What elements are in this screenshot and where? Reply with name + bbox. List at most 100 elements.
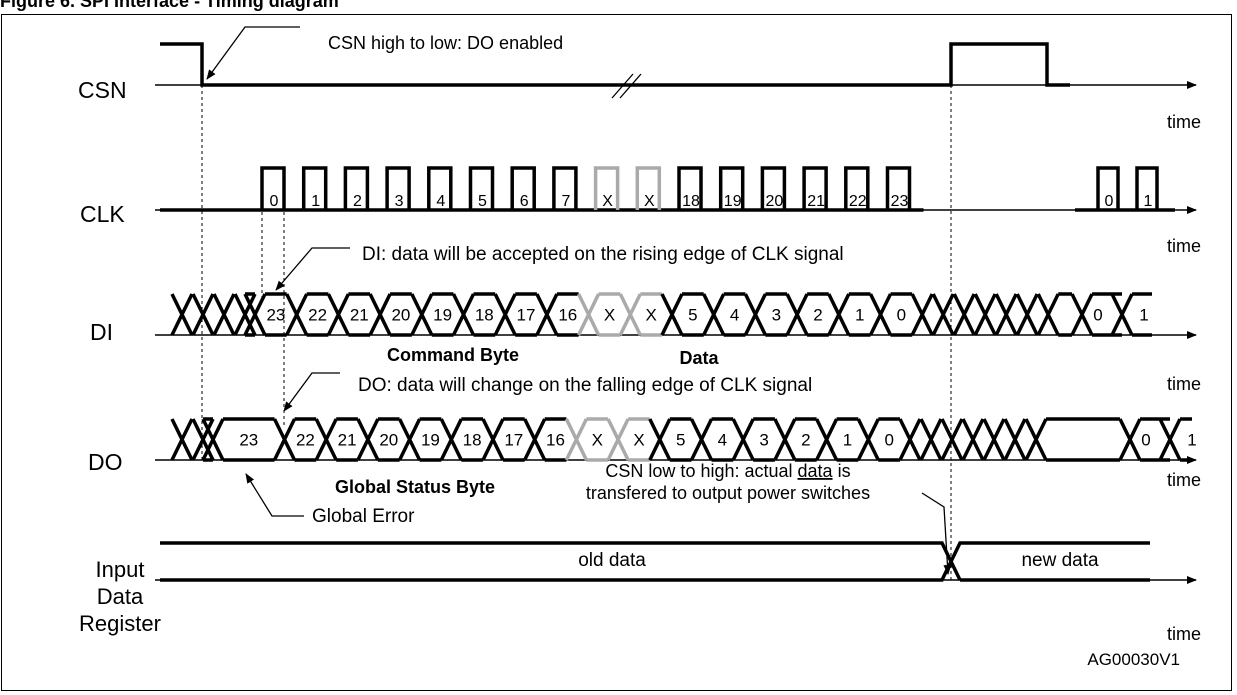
bus-transition bbox=[785, 293, 809, 336]
bus-segment bbox=[1132, 292, 1152, 337]
bus-transition bbox=[815, 418, 839, 461]
bus-cell-label: 17 bbox=[517, 306, 536, 325]
clk-pulse-label: 22 bbox=[849, 193, 867, 210]
clk-pulse-label: X bbox=[602, 193, 613, 210]
bus-segment bbox=[890, 292, 913, 337]
bus-segment bbox=[461, 417, 483, 462]
old-data-label: old data bbox=[578, 550, 646, 571]
clk-pulse bbox=[552, 166, 578, 210]
bus-transition bbox=[648, 418, 672, 461]
bus-segment bbox=[1046, 417, 1120, 462]
bus-transition bbox=[191, 418, 215, 461]
bus-segment bbox=[336, 417, 358, 462]
bus-cell-label: 0 bbox=[897, 306, 906, 325]
register-label-line3: Register bbox=[79, 611, 161, 636]
bus-transition bbox=[577, 293, 601, 336]
bus-cell-label: 1 bbox=[855, 306, 864, 325]
bus-transition bbox=[451, 293, 476, 336]
clk-pulse bbox=[343, 166, 370, 210]
bus-cell-label: X bbox=[633, 431, 644, 450]
bus-transition bbox=[868, 293, 893, 336]
bus-segment bbox=[473, 292, 496, 337]
bus-transition bbox=[493, 293, 517, 336]
bus-transition bbox=[973, 293, 997, 336]
bus-transition bbox=[212, 293, 236, 336]
csn-break-mark-2 bbox=[619, 73, 642, 99]
bus-transition bbox=[398, 418, 422, 461]
bus-transition bbox=[1036, 293, 1060, 336]
bus-transition bbox=[314, 418, 338, 461]
clk-pulse-label: 0 bbox=[270, 193, 279, 210]
clk-pulse bbox=[427, 166, 453, 210]
bus-transition bbox=[564, 418, 588, 461]
bus-cell-label: 5 bbox=[688, 306, 697, 325]
bus-cell-label: 16 bbox=[558, 306, 577, 325]
clk-pulse-label: 19 bbox=[724, 193, 742, 210]
register-time-label: time bbox=[1167, 624, 1201, 644]
clk-label: CLK bbox=[80, 201, 125, 227]
bus-segment bbox=[878, 417, 900, 462]
bus-transition bbox=[243, 293, 267, 336]
csn-break-mark-1 bbox=[611, 73, 634, 99]
bus-transition bbox=[356, 418, 380, 461]
bus-cell-label: X bbox=[604, 306, 615, 325]
clk-pulse-label: 5 bbox=[478, 193, 487, 210]
bus-cell-label: 3 bbox=[772, 306, 781, 325]
clk-pulse-label: 6 bbox=[520, 193, 529, 210]
bus-transition bbox=[931, 293, 955, 336]
bus-segment bbox=[306, 292, 329, 337]
global-error-note: Global Error bbox=[312, 506, 415, 527]
figure-heading: Figure 6. SPI Interface - Timing diagram bbox=[0, 0, 339, 11]
bus-segment bbox=[598, 292, 621, 337]
bus-transition bbox=[272, 418, 297, 461]
clk-pulse bbox=[468, 166, 495, 210]
bus-segment bbox=[503, 417, 525, 462]
bus-segment bbox=[753, 417, 775, 462]
clk-pulse bbox=[635, 166, 662, 210]
bus-transition bbox=[961, 418, 985, 461]
bus-tail-label: 0 bbox=[1141, 431, 1150, 450]
register-old-data-bottom bbox=[160, 541, 1150, 582]
clk-pulse bbox=[802, 166, 828, 210]
di-note: DI: data will be accepted on the rising … bbox=[362, 244, 844, 265]
clk-pulse-label: 20 bbox=[766, 193, 784, 210]
bus-segment bbox=[794, 417, 817, 462]
bus-cell-label: 21 bbox=[350, 306, 369, 325]
bus-transition bbox=[481, 418, 505, 461]
clk-time-label: time bbox=[1167, 236, 1201, 256]
csn-fall-callout bbox=[206, 26, 300, 80]
bus-cell-label: 2 bbox=[813, 306, 822, 325]
do-note: DO: data will change on the falling edge… bbox=[358, 375, 812, 396]
bus-segment bbox=[294, 417, 317, 462]
clk-pulse bbox=[885, 166, 912, 210]
command-byte-label: Command Byte bbox=[387, 345, 519, 365]
bus-cell-label: 21 bbox=[338, 431, 357, 450]
clk-pulse bbox=[677, 166, 703, 210]
bus-segment bbox=[1058, 292, 1072, 337]
bus-transition bbox=[898, 418, 922, 461]
bus-segment bbox=[1180, 417, 1192, 462]
bus-cell-label: 23 bbox=[239, 431, 258, 450]
bus-cell-label: 3 bbox=[759, 431, 768, 450]
di-time-label: time bbox=[1167, 374, 1201, 394]
bus-cell-label: 20 bbox=[379, 431, 398, 450]
bus-transition bbox=[743, 293, 767, 336]
clk-pulse-label: 23 bbox=[891, 193, 909, 210]
bus-transition bbox=[285, 293, 309, 336]
bus-cell-label: X bbox=[646, 306, 657, 325]
bus-cell-label: 2 bbox=[801, 431, 810, 450]
clk-pulse-label: X bbox=[644, 193, 655, 210]
bus-cell-label: 5 bbox=[676, 431, 685, 450]
clk-pulse-label: 1 bbox=[311, 193, 320, 210]
bus-transition bbox=[1015, 293, 1039, 336]
csn-time-label: time bbox=[1167, 112, 1201, 132]
bus-transition bbox=[606, 418, 630, 461]
bus-transition bbox=[1118, 418, 1142, 461]
bus-transition bbox=[994, 293, 1018, 336]
bus-cell-label: 22 bbox=[308, 306, 327, 325]
do-time-label: time bbox=[1167, 470, 1201, 490]
clk-pulse-label: 4 bbox=[436, 193, 445, 210]
bus-transition bbox=[170, 293, 194, 336]
bus-transition bbox=[1158, 418, 1182, 461]
